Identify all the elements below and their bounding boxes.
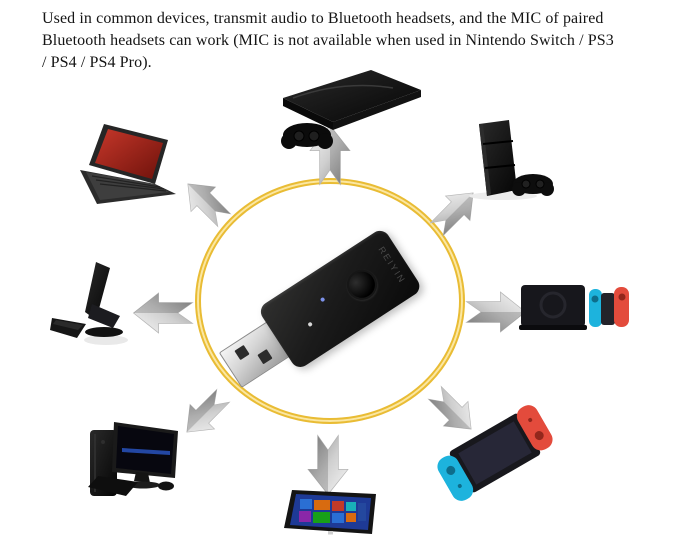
tablet-tiles	[299, 499, 366, 523]
ps3-controller	[281, 123, 333, 149]
intro-line-2: Bluetooth headsets can work (MIC is not …	[42, 32, 614, 49]
dock-logo	[539, 291, 567, 319]
device-ps4-pro	[469, 120, 554, 200]
joycon-blue-stick	[446, 465, 456, 475]
ps4-edge-highlight	[479, 124, 491, 196]
ps3-console-front	[333, 90, 421, 130]
aio-keyboard-top	[53, 320, 83, 330]
ps4-ridge	[482, 140, 514, 145]
device-switch-dock	[519, 285, 629, 330]
joycon-red-button	[528, 417, 533, 422]
device-laptop	[80, 124, 176, 204]
aio-panel	[85, 262, 110, 320]
laptop-keyboard	[86, 172, 169, 200]
joycon-blue-stick	[591, 295, 599, 303]
intro-paragraph: Used in common devices, transmit audio t…	[42, 8, 654, 74]
intro-line-3: / PS4 / PS4 Pro).	[42, 54, 152, 71]
usb-hole	[257, 349, 273, 365]
joycon-red-handheld	[516, 405, 553, 451]
pairing-button	[341, 264, 383, 306]
led-indicator-blue	[319, 296, 326, 303]
joycon-red-stick	[618, 293, 626, 301]
aio-shadow	[84, 335, 128, 345]
dock-base	[519, 325, 587, 330]
laptop-key-rows	[91, 175, 167, 192]
joycon-blue-handheld	[437, 455, 474, 501]
brand-label: REIYIN	[376, 244, 408, 286]
ps4-ridge	[484, 164, 516, 169]
arrow-right-icon	[465, 289, 527, 335]
joycon-red	[614, 287, 629, 327]
grip-center	[601, 293, 615, 325]
joycon-blue-button	[457, 484, 462, 489]
joycon-red-stick	[534, 431, 544, 441]
ps3-console-side	[283, 98, 333, 130]
connection-ring	[195, 178, 465, 424]
laptop-screen	[95, 129, 163, 179]
aio-base	[85, 327, 123, 337]
pc-mouse	[158, 481, 174, 491]
ps3-gloss-highlight	[292, 84, 394, 99]
pc-keyboard	[88, 476, 138, 496]
handheld-screen	[458, 421, 532, 485]
usb-hole	[234, 344, 250, 361]
device-ps3	[281, 70, 421, 149]
monitor-stand	[134, 472, 150, 483]
windows-logo	[328, 531, 333, 535]
led-indicator-white	[307, 321, 313, 328]
ps4-controller	[512, 174, 554, 196]
monitor-blue-streak	[122, 448, 170, 455]
ps3-console-top	[283, 70, 421, 122]
joycon-blue	[589, 289, 602, 327]
device-switch-handheld	[437, 405, 553, 501]
aio-stand-arm	[88, 304, 120, 328]
pc-power-button	[101, 440, 105, 444]
dock-body	[521, 285, 585, 327]
intro-line-1: Used in common devices, transmit audio t…	[42, 10, 604, 27]
device-desktop-pc	[88, 422, 178, 496]
device-all-in-one-pc	[50, 262, 128, 345]
device-windows-tablet	[284, 490, 376, 535]
